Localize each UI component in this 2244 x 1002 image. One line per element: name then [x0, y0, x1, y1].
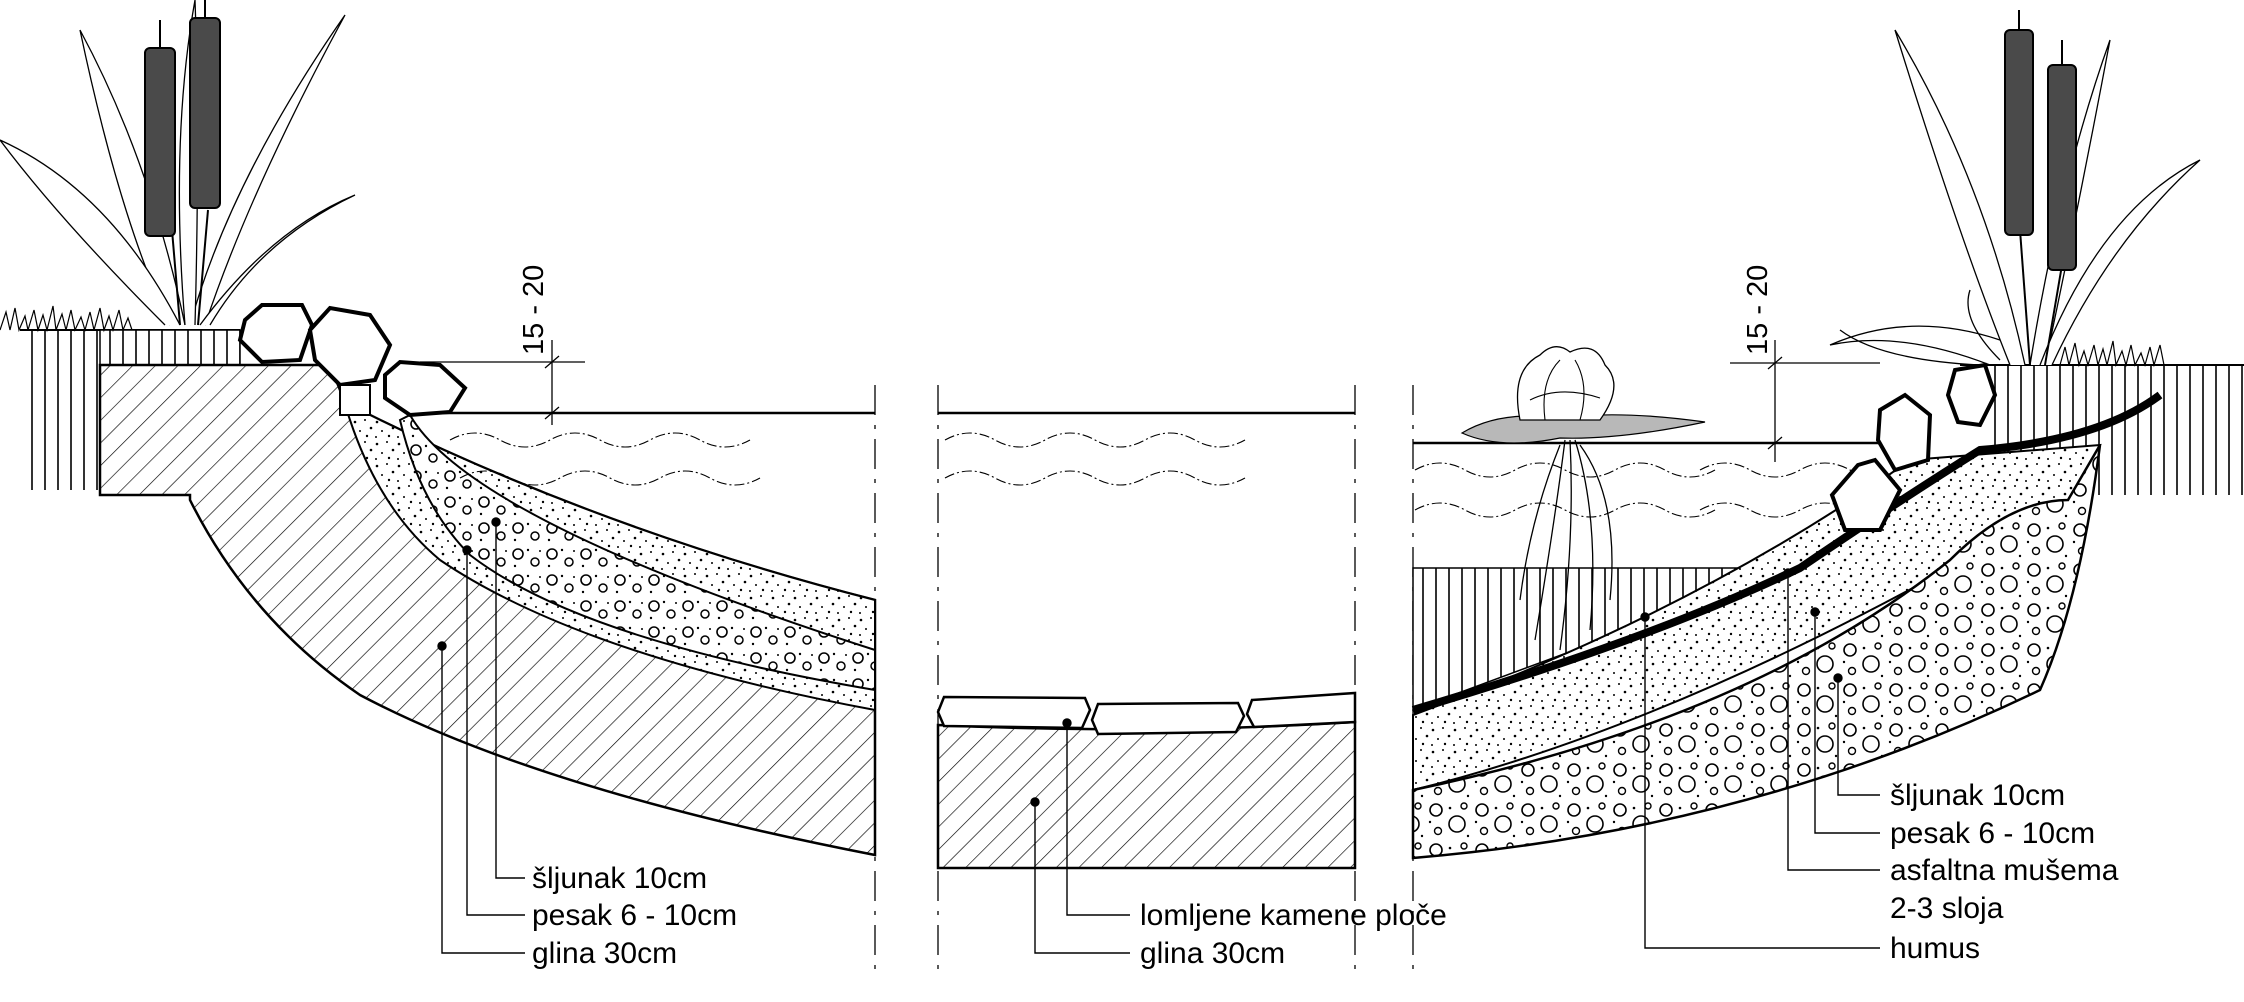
right-layer-5-name: humus	[1890, 932, 1980, 965]
svg-text:glina 30cm: glina 30cm	[1140, 937, 1285, 970]
svg-text:šljunak 10cm: šljunak 10cm	[1890, 779, 2065, 812]
right-water-lily	[1460, 346, 1706, 651]
middle-layer-2-name: glina	[1140, 937, 1204, 970]
svg-text:šljunak 10cm: šljunak 10cm	[532, 862, 707, 895]
left-layer-1-name: šljunak	[532, 862, 626, 895]
middle-layer-1-name: lomljene kamene ploče	[1140, 899, 1447, 932]
left-layer-2-thickness: 6 - 10cm	[620, 899, 737, 932]
left-stone-3	[383, 359, 468, 418]
right-layer-labels: šljunak 10cm pesak 6 - 10cm asfaltna muš…	[1890, 779, 2119, 965]
left-layer-1-thickness: 10cm	[634, 862, 707, 895]
right-layer-2-thickness: 6 - 10cm	[1978, 817, 2095, 850]
middle-leaders	[1030, 718, 1130, 954]
right-layer-2-name: pesak	[1890, 817, 1971, 850]
middle-clay-layer	[936, 720, 1357, 870]
left-leaders	[437, 517, 525, 954]
right-stone-2	[1875, 392, 1933, 473]
left-layer-2-name: pesak	[532, 899, 613, 932]
svg-text:pesak 6 - 10cm: pesak 6 - 10cm	[532, 899, 737, 932]
right-asphalt-membrane	[1411, 391, 2163, 714]
left-cattail-plant	[0, 0, 356, 326]
right-stone-3	[1945, 362, 1998, 428]
left-stone-1	[237, 303, 315, 365]
right-grass	[2059, 340, 2165, 368]
right-stone-1	[1829, 457, 1903, 532]
right-cattail-plant	[1829, 10, 2201, 366]
right-leaders	[1640, 568, 1880, 949]
left-edge-block	[339, 384, 371, 416]
svg-text:glina 30cm: glina 30cm	[532, 937, 677, 970]
left-section: 15 - 20 šljunak 10cm pesak 6 - 10cm glin…	[0, 0, 877, 975]
middle-section: lomljene kamene ploče glina 30cm	[936, 385, 1447, 975]
left-ground-soil	[20, 330, 100, 490]
middle-water-waves	[944, 432, 1246, 486]
left-layer-3-name: glina	[532, 937, 596, 970]
right-layer-1-name: šljunak	[1890, 779, 1984, 812]
svg-text:pesak 6 - 10cm: pesak 6 - 10cm	[1890, 817, 2095, 850]
right-gravel-layer	[1411, 444, 2102, 860]
left-stone-2	[307, 305, 393, 388]
right-layer-3-name: asfaltna mušema	[1890, 854, 2119, 887]
middle-slab-2	[1090, 701, 1246, 736]
left-ground-top	[99, 329, 241, 366]
middle-slab-1	[936, 695, 1092, 730]
right-layer-4-name: 2-3 sloja	[1890, 892, 2004, 925]
left-layer-labels: šljunak 10cm pesak 6 - 10cm glina 30cm	[532, 862, 737, 970]
right-dimension: 15 - 20	[1730, 265, 1880, 462]
left-dimension-text: 15 - 20	[518, 265, 550, 355]
left-dimension: 15 - 20	[420, 265, 585, 425]
right-layer-1-thickness: 10cm	[1992, 779, 2065, 812]
middle-layer-labels: lomljene kamene ploče glina 30cm	[1140, 899, 1447, 970]
middle-slab-3	[1245, 691, 1357, 729]
left-grass	[0, 305, 133, 333]
left-layer-3-thickness: 30cm	[604, 937, 677, 970]
left-gravel-layer	[398, 413, 876, 692]
right-section: 15 - 20 šljunak 10cm pesak 6 - 10cm asfa…	[1411, 10, 2244, 975]
middle-layer-2-thickness: 30cm	[1212, 937, 1285, 970]
right-dimension-text: 15 - 20	[1742, 265, 1774, 355]
